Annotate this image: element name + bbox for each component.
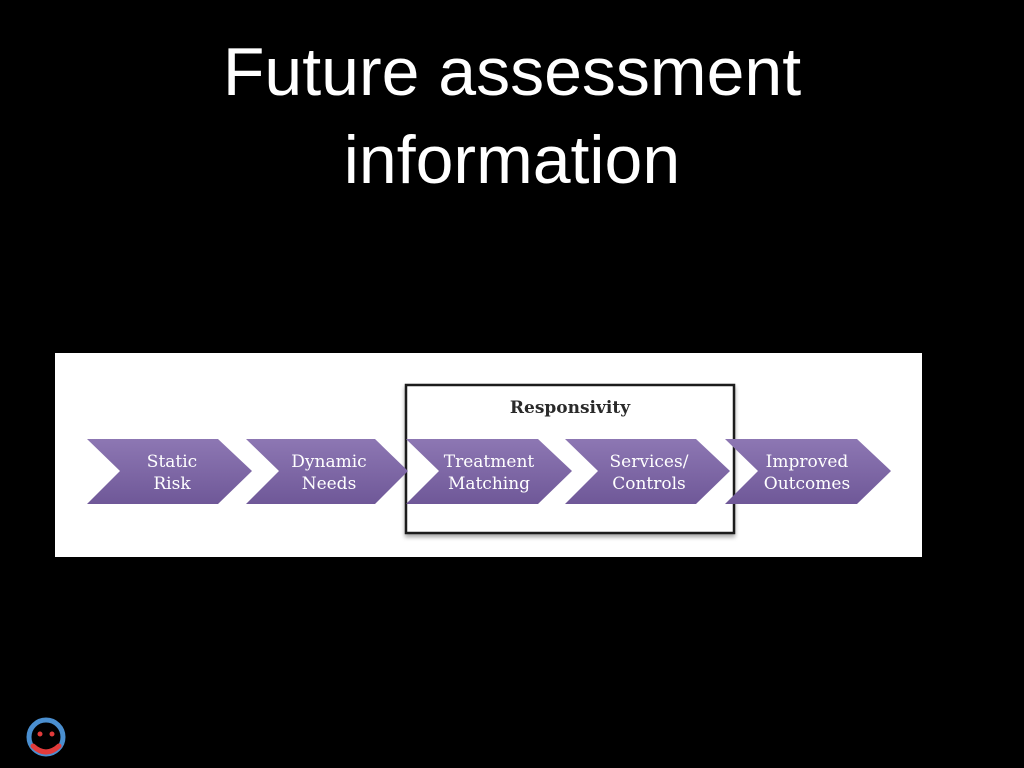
- smiley-logo-svg: [26, 717, 66, 757]
- slide-title: Future assessment information: [0, 28, 1024, 204]
- chevron-step-2: Dynamic Needs: [246, 439, 408, 504]
- step-4-line-2: Controls: [612, 474, 686, 494]
- slide-title-line-2: information: [343, 122, 681, 198]
- step-2-line-2: Needs: [302, 474, 357, 494]
- process-diagram-svg: Responsivity Static Risk Dynamic Needs T…: [87, 383, 891, 535]
- step-1-line-2: Risk: [153, 474, 191, 494]
- process-diagram: Responsivity Static Risk Dynamic Needs T…: [55, 353, 922, 557]
- slide-title-line-1: Future assessment: [222, 34, 802, 110]
- step-2-line-1: Dynamic: [291, 452, 366, 472]
- chevron-step-1: Static Risk: [87, 439, 252, 504]
- chevron-step-4: Services/ Controls: [565, 439, 730, 504]
- chevron-step-5: Improved Outcomes: [725, 439, 891, 504]
- step-1-line-1: Static: [147, 452, 197, 472]
- step-3-line-1: Treatment: [444, 452, 535, 472]
- step-5-line-1: Improved: [766, 452, 849, 472]
- smiley-logo-icon: [25, 716, 67, 758]
- chevron-step-3: Treatment Matching: [406, 439, 572, 504]
- step-5-line-2: Outcomes: [764, 474, 850, 494]
- step-3-line-2: Matching: [448, 474, 530, 494]
- responsivity-label: Responsivity: [510, 398, 631, 418]
- step-4-line-1: Services/: [610, 452, 689, 472]
